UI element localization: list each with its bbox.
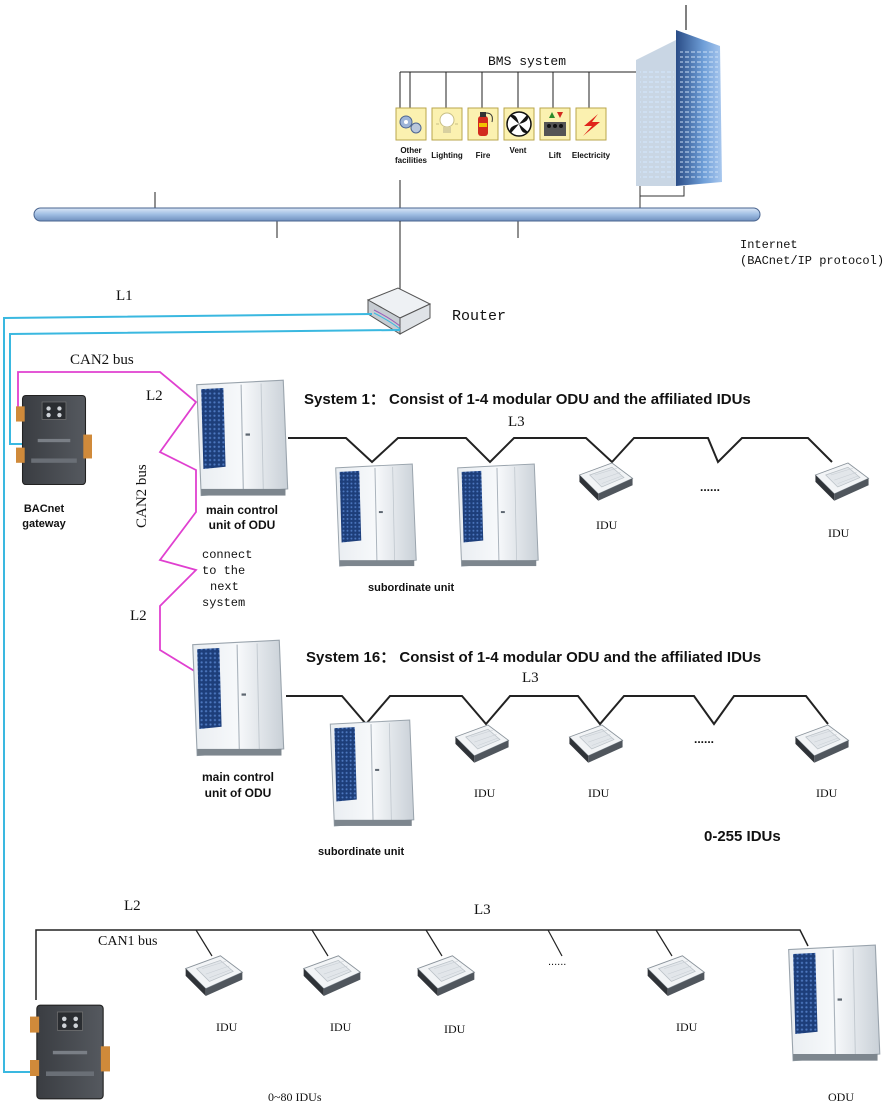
lift-icon (539, 107, 571, 141)
system1-main-label-2: unit of ODU (208, 518, 276, 532)
l2-label-3: L2 (124, 898, 141, 914)
can1-idu-1-icon (185, 955, 243, 997)
can1-idu-4-icon (647, 955, 705, 997)
system1-idu-1-icon (578, 462, 634, 502)
can1-idu-count: 0~80 IDUs (268, 1090, 322, 1104)
facility-label-other: Other facilities (394, 146, 427, 165)
lightbulb-icon (431, 107, 463, 141)
system1-main-label-1: main control (205, 503, 278, 517)
l2-label-1: L2 (146, 388, 163, 404)
can1-idu-label-4: IDU (676, 1020, 698, 1034)
connect-label-4: system (202, 596, 246, 610)
system1-subordinate-odu-2-icon (457, 463, 539, 567)
system1-main-odu-icon (196, 379, 289, 497)
fan-icon (503, 107, 535, 141)
can1-idu-label-3: IDU (444, 1022, 466, 1036)
building-icon (636, 5, 722, 210)
can1-l3-label: L3 (474, 902, 491, 918)
system1-title: System 1： Consist of 1-4 modular ODU and… (304, 391, 751, 408)
bms-title: BMS system (488, 54, 567, 69)
l1-cable-upper (9, 329, 401, 445)
system16-main-label-1: main control (201, 770, 274, 784)
can2-bus-vertical-label: CAN2 bus (134, 464, 150, 528)
gateway-label-top-1: BACnet (23, 503, 65, 515)
l1-label: L1 (116, 288, 133, 304)
can1-idu-2-icon (303, 955, 361, 997)
can1-idu-label-2: IDU (330, 1020, 352, 1034)
can1-bus-label: CAN1 bus (98, 934, 158, 949)
system16-main-label-2: unit of ODU (204, 786, 272, 800)
system16-title: System 16： Consist of 1-4 modular ODU an… (306, 649, 762, 666)
connect-label-1: connect (202, 548, 253, 562)
bms-tree (399, 71, 640, 210)
internet-protocol-label: (BACnet/IP protocol) (740, 254, 885, 268)
can2-bus-label: CAN2 bus (70, 352, 134, 368)
can2-bus (17, 371, 198, 673)
bacnet-gateway-bottom-icon (30, 1004, 110, 1100)
internet-backbone (33, 192, 761, 238)
connect-label-3: next (210, 580, 239, 594)
system1-subordinate-label: subordinate unit (368, 582, 455, 594)
system16-idu-3-icon (794, 724, 850, 764)
system16-idu-label-2: IDU (588, 786, 610, 800)
can1-odu-label: ODU (828, 1090, 854, 1104)
system1-ellipsis: ...... (700, 480, 721, 494)
system16-idu-label-1: IDU (474, 786, 496, 800)
l1-cable (3, 313, 373, 1073)
facility-icons (395, 107, 607, 141)
system16-idu-label-3: IDU (816, 786, 838, 800)
system1-l3-wire (288, 437, 833, 464)
router-label: Router (452, 308, 507, 325)
system16-l3-label: L3 (522, 670, 539, 686)
l2-label-2: L2 (130, 608, 147, 624)
system16-l3-wire (286, 695, 829, 726)
lightning-icon (575, 107, 607, 141)
can1-odu-icon (788, 944, 881, 1062)
system1-idu-2-icon (814, 462, 870, 502)
system16-ellipsis: ...... (694, 732, 715, 746)
can1-idu-label-1: IDU (216, 1020, 238, 1034)
facility-label-vent: Vent (509, 146, 527, 155)
system16-main-odu-icon (192, 639, 285, 757)
facility-label-electricity: Electricity (571, 151, 611, 160)
can1-ellipsis: ...... (548, 956, 567, 968)
facility-label-fire: Fire (475, 151, 491, 160)
system1-idu-label-1: IDU (596, 518, 618, 532)
system1-subordinate-odu-icon (335, 463, 417, 567)
gateway-label-top-2: gateway (22, 518, 66, 530)
facility-label-lift: Lift (548, 151, 562, 160)
connect-label-2: to the (202, 564, 246, 578)
bacnet-gateway-top-icon (16, 394, 92, 486)
can1-idu-3-icon (417, 955, 475, 997)
system16-subordinate-odu-icon (329, 719, 415, 827)
router-icon (366, 287, 432, 335)
system1-l3-label: L3 (508, 414, 525, 430)
system16-subordinate-label: subordinate unit (318, 846, 405, 858)
facility-label-lighting: Lighting (431, 151, 463, 160)
can1-l3-wire (35, 929, 809, 1000)
system16-idu-count: 0-255 IDUs (704, 828, 781, 845)
gears-icon (395, 107, 427, 141)
system1-idu-label-2: IDU (828, 526, 850, 540)
system16-idu-1-icon (454, 724, 510, 764)
fire-extinguisher-icon (467, 107, 499, 141)
system16-idu-2-icon (568, 724, 624, 764)
internet-label: Internet (740, 238, 798, 252)
